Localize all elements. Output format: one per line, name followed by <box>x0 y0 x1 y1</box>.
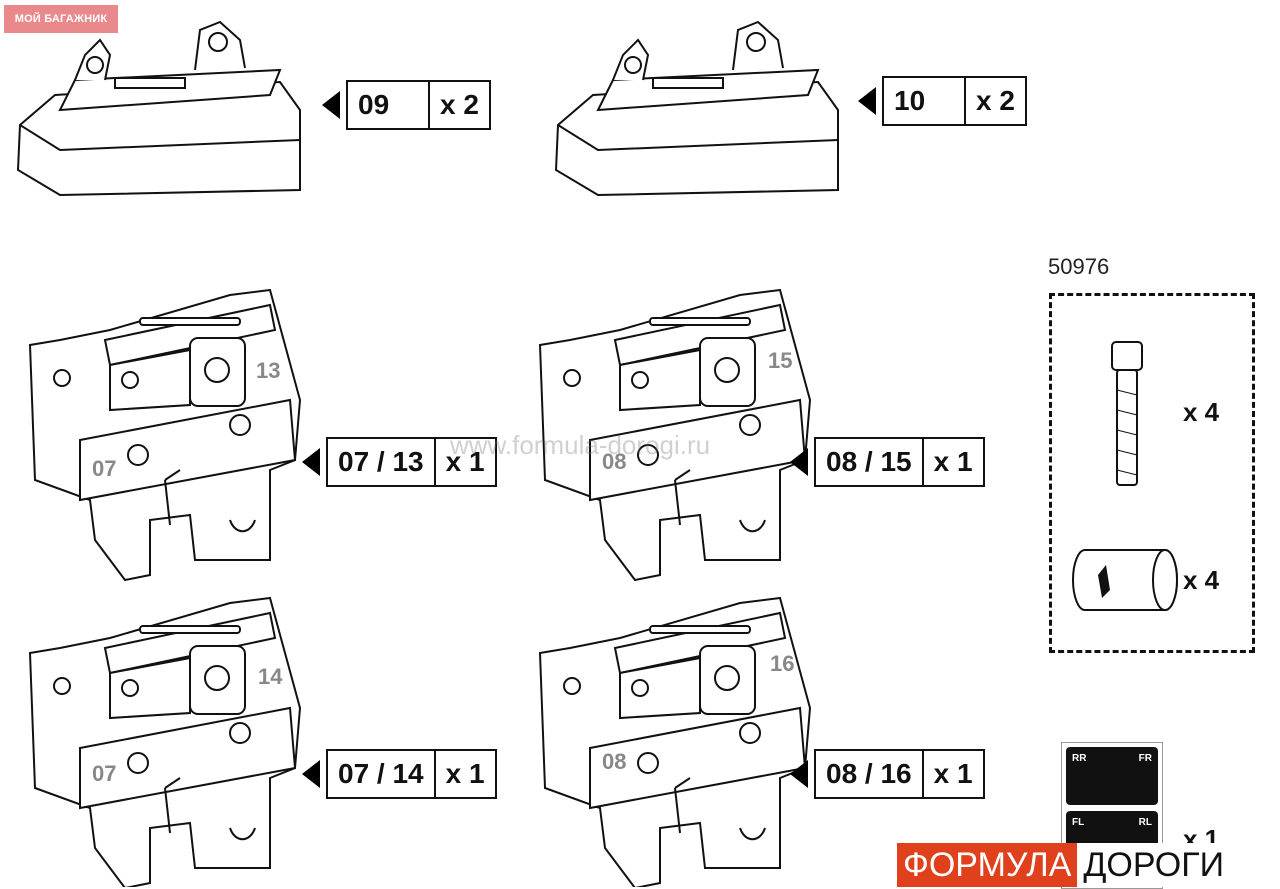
pointer-arrow-icon <box>858 87 876 115</box>
sticker-rl: RL <box>1138 817 1152 828</box>
part-quantity: x 1 <box>445 758 485 789</box>
brand-part2: ДОРОГИ <box>1077 843 1231 887</box>
brand-part1: ФОРМУЛА <box>897 843 1078 887</box>
hardware-kit-box <box>1049 293 1255 653</box>
part-code: 08 / 15 <box>816 439 924 485</box>
brand-logo[interactable]: ФОРМУЛА ДОРОГИ <box>897 843 1231 887</box>
part-quantity: x 2 <box>976 85 1015 116</box>
sticker-fr: FR <box>1138 753 1152 764</box>
label-10: 10 x 2 <box>858 76 1027 126</box>
label-08-16: 08 / 16 x 1 <box>790 749 985 799</box>
pointer-arrow-icon <box>790 760 808 788</box>
kit-code: 50976 <box>1048 254 1110 279</box>
watermark: www.formula-dorogi.ru <box>450 430 711 460</box>
pointer-arrow-icon <box>302 760 320 788</box>
sticker-rr: RR <box>1072 753 1087 764</box>
plate-number: 07 <box>92 456 117 481</box>
plate-number: 08 <box>602 449 627 474</box>
pointer-arrow-icon <box>790 448 808 476</box>
screw-quantity: x 4 <box>1183 397 1220 427</box>
part-quantity: x 2 <box>440 89 479 120</box>
plate-number: 14 <box>258 664 283 689</box>
plate-number: 13 <box>256 358 281 383</box>
part-code: 09 <box>348 82 430 128</box>
sleeve-quantity: x 4 <box>1183 565 1220 595</box>
plate-number: 08 <box>602 749 627 774</box>
part-quantity: x 1 <box>933 758 973 789</box>
label-09: 09 x 2 <box>322 80 491 130</box>
sticker-rear-panel: RR FR <box>1066 747 1158 805</box>
label-07-14: 07 / 14 x 1 <box>302 749 497 799</box>
label-07-13: 07 / 13 x 1 <box>302 437 497 487</box>
part-code: 10 <box>884 78 966 124</box>
part-code: 08 / 16 <box>816 751 924 797</box>
plate-number: 15 <box>768 348 793 373</box>
part-code: 07 / 14 <box>328 751 436 797</box>
label-08-15: 08 / 15 x 1 <box>790 437 985 487</box>
plate-number: 07 <box>92 761 117 786</box>
plate-number: 16 <box>770 651 795 676</box>
sticker-fl: FL <box>1072 817 1085 828</box>
store-badge[interactable]: МОЙ БАГАЖНИК <box>4 5 118 33</box>
pointer-arrow-icon <box>322 91 340 119</box>
part-quantity: x 1 <box>445 446 485 477</box>
pointer-arrow-icon <box>302 448 320 476</box>
part-code: 07 / 13 <box>328 439 436 485</box>
part-quantity: x 1 <box>933 446 973 477</box>
